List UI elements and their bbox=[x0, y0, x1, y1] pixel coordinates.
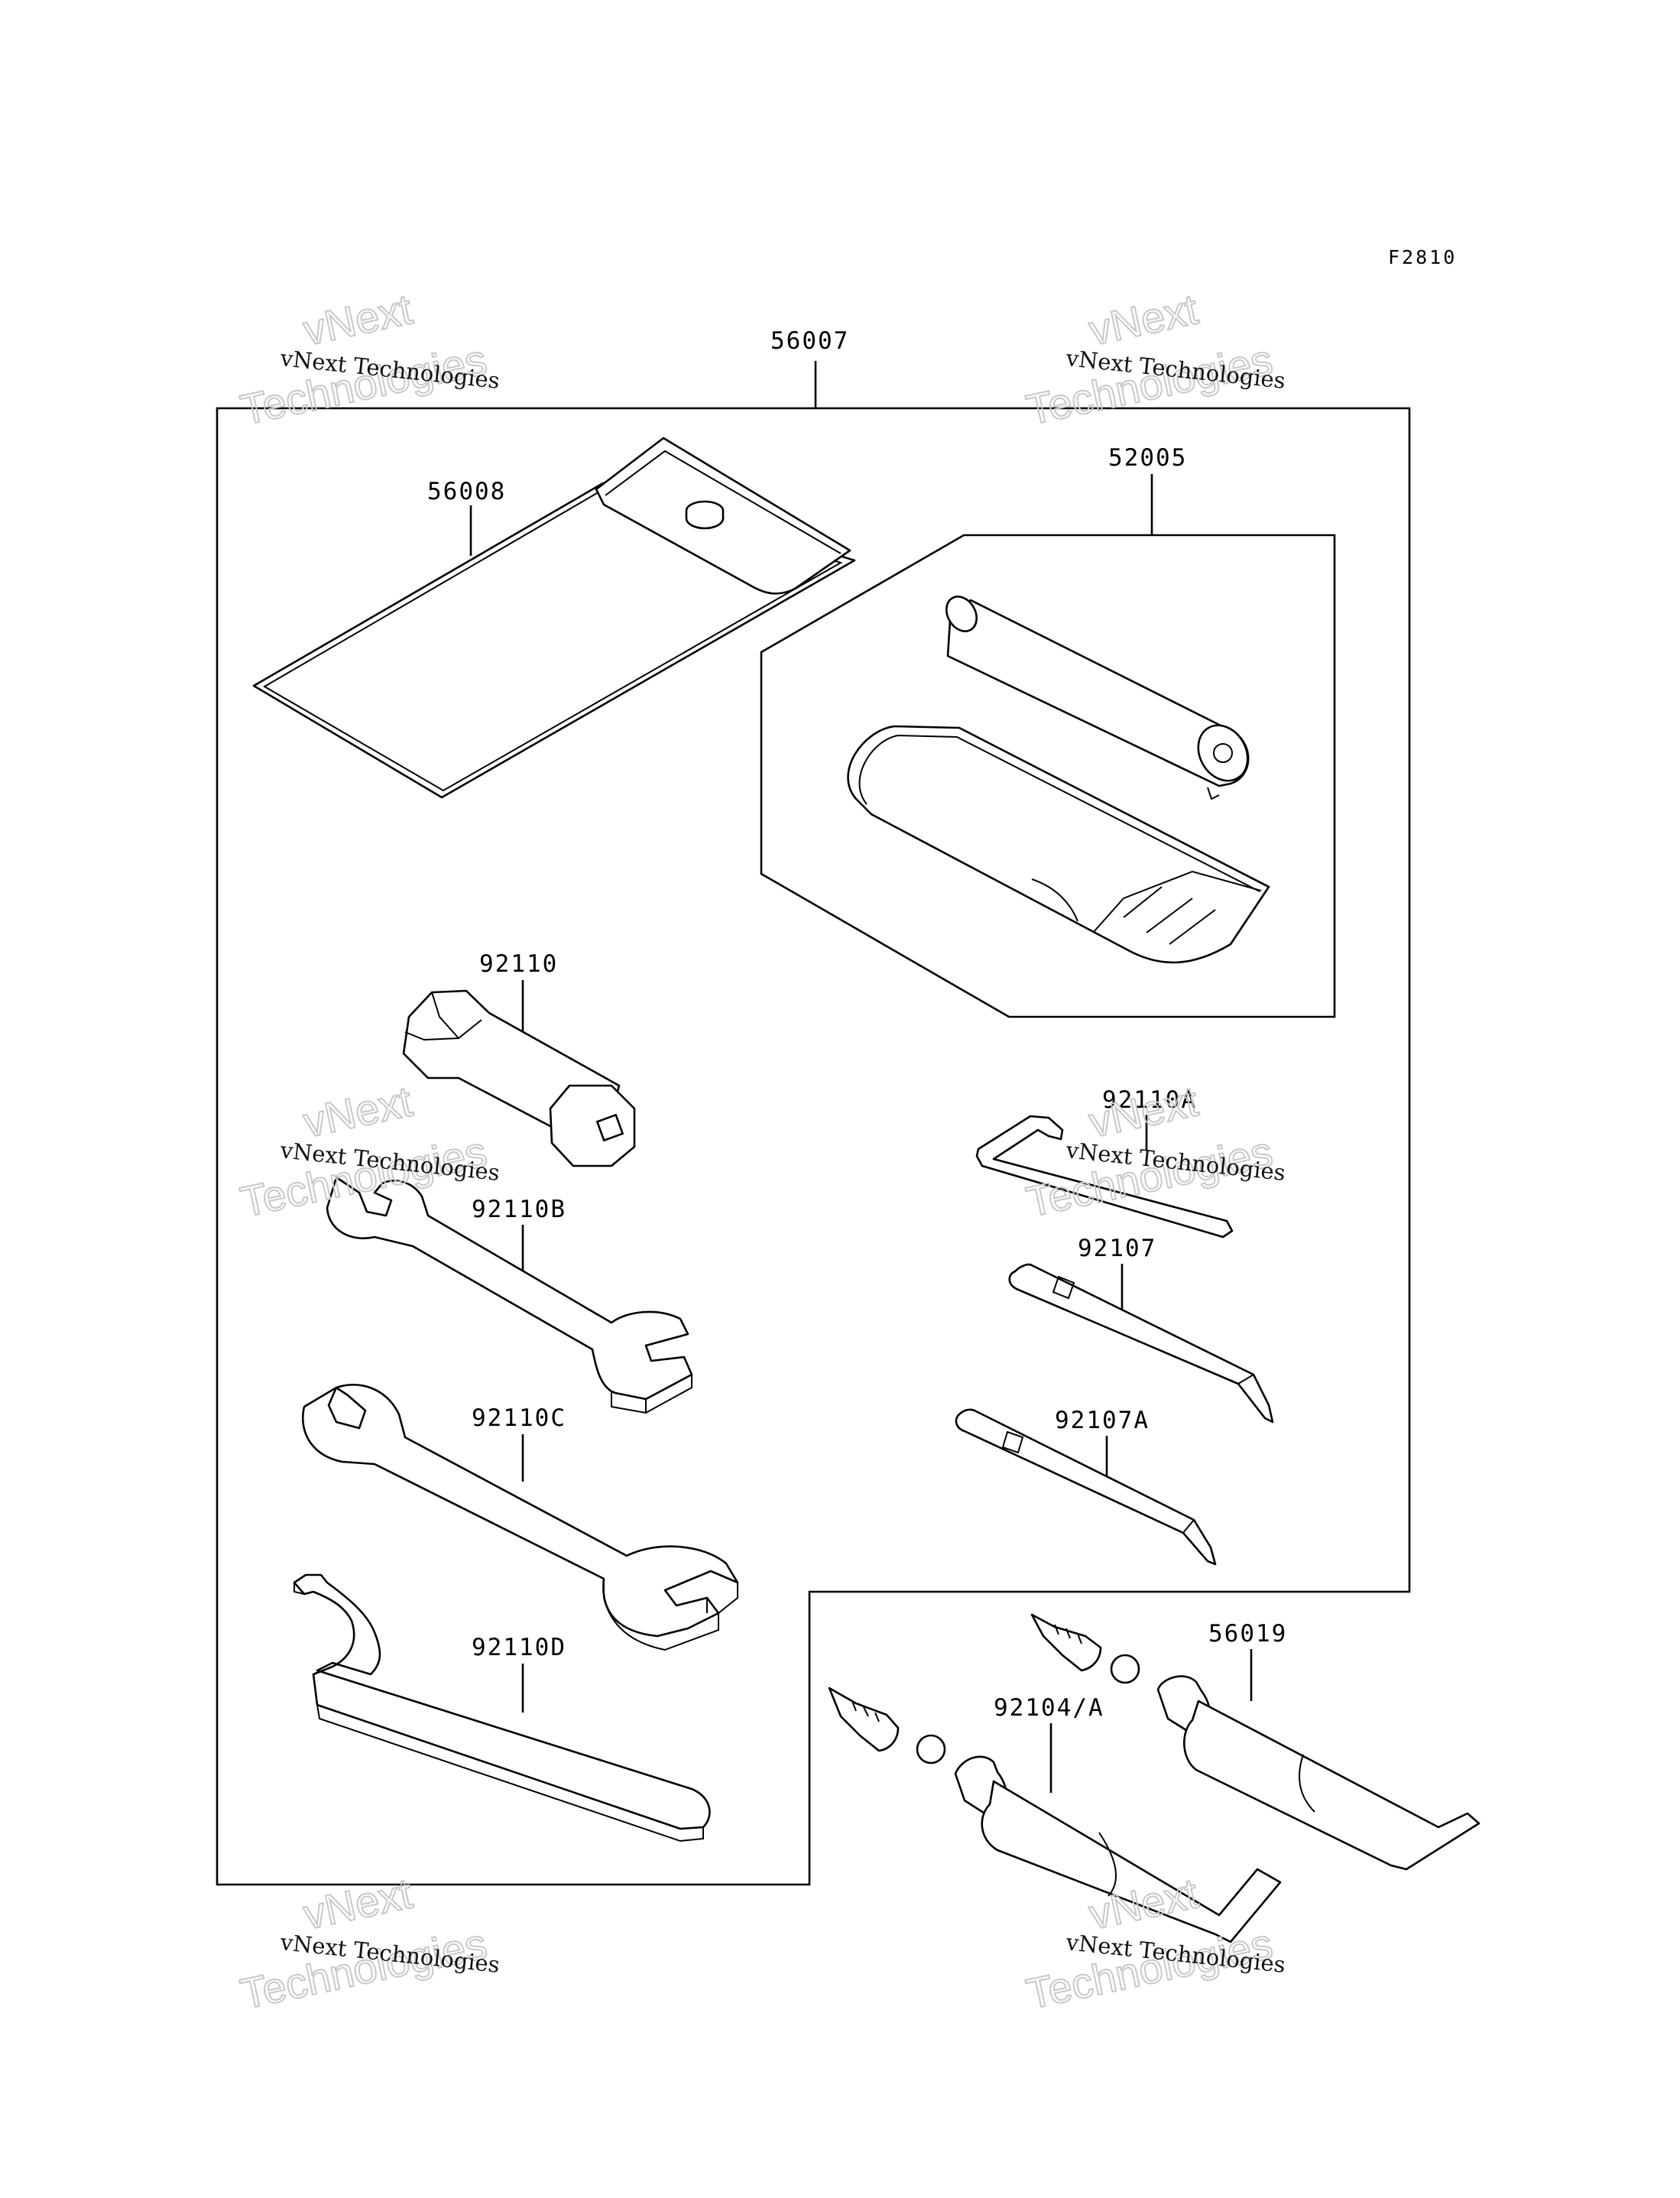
watermark-3: vNext Technologies vNext Technologies bbox=[235, 1076, 501, 1226]
grease-tube-2-label: 56019 bbox=[1208, 1620, 1287, 1648]
tire-kit-outline bbox=[760, 534, 1336, 1018]
svg-text:vNext: vNext bbox=[1085, 284, 1202, 354]
wrench-d-label: 92110D bbox=[472, 1634, 566, 1661]
wrench-c-label: 92110C bbox=[472, 1404, 566, 1432]
screwdriver-label: 92107 bbox=[1078, 1235, 1156, 1262]
wrench-b-illustration bbox=[326, 1176, 693, 1414]
kit-outline bbox=[216, 407, 1411, 1886]
pouch-label: 56008 bbox=[427, 478, 506, 505]
svg-text:vNext: vNext bbox=[299, 1076, 417, 1146]
tire-kit-illustration bbox=[847, 596, 1270, 964]
grease-tube-illustration bbox=[828, 1687, 1282, 1943]
screwdriver-illustration bbox=[1008, 1263, 1274, 1424]
screwdriver-a-label: 92107A bbox=[1055, 1407, 1150, 1434]
svg-text:vNext: vNext bbox=[299, 284, 417, 354]
tire-kit-label: 52005 bbox=[1108, 444, 1187, 472]
grease-tube-label: 92104/A bbox=[994, 1694, 1104, 1722]
kit-label: 56007 bbox=[770, 327, 849, 355]
watermark-5: vNext Technologies vNext Technologies bbox=[235, 1868, 501, 2018]
svg-text:vNext: vNext bbox=[299, 1868, 417, 1938]
plug-wrench-label: 92110 bbox=[479, 950, 558, 978]
pouch-illustration bbox=[252, 437, 856, 799]
watermark-2: vNext Technologies vNext Technologies bbox=[1021, 284, 1286, 434]
plug-wrench-illustration bbox=[402, 989, 636, 1167]
hex-key-label: 92110A bbox=[1102, 1086, 1197, 1114]
grease-tube-2-illustration bbox=[1030, 1613, 1481, 1871]
figure-id: F2810 bbox=[1388, 246, 1457, 268]
watermark-1: vNext Technologies vNext Technologies bbox=[235, 284, 501, 434]
screwdriver-a-illustration bbox=[955, 1408, 1217, 1566]
wrench-d-illustration bbox=[293, 1573, 711, 1842]
wrench-c-illustration bbox=[302, 1384, 739, 1651]
hex-key-illustration bbox=[975, 1115, 1234, 1239]
wrench-b-label: 92110B bbox=[472, 1196, 566, 1223]
